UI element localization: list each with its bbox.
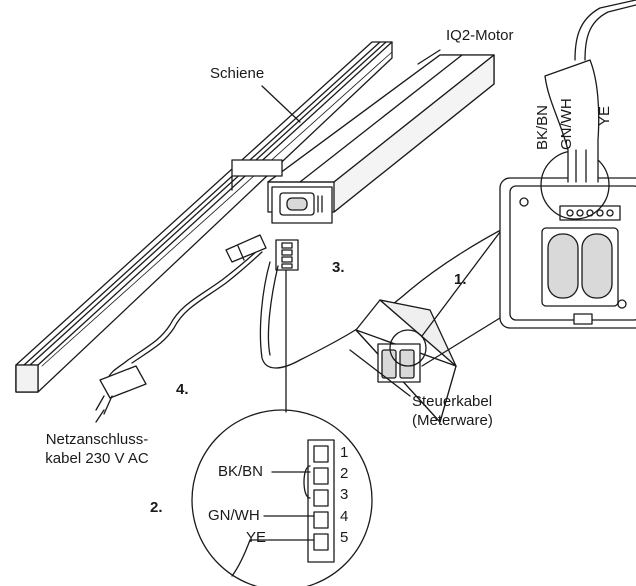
step-4: 4. [176, 381, 189, 398]
wire-label-gn-wh: GN/WH [208, 507, 260, 524]
motor-housing [267, 54, 495, 224]
switch-wires [544, 0, 636, 183]
power-cable-label-line2: kabel 230 V AC [45, 450, 149, 467]
terminal-pin-1: 1 [340, 444, 349, 461]
switch-detail [499, 150, 636, 329]
terminal-pin-5: 5 [340, 529, 349, 546]
control-cable [259, 219, 521, 409]
wall-switch [355, 299, 457, 423]
wire-label-gn-wh-vertical: GN/WH [558, 98, 575, 150]
control-cable-label: Steuerkabel (Meterware) [412, 392, 493, 430]
step-2: 2. [150, 499, 163, 516]
rail-label: Schiene [210, 65, 265, 82]
terminal-pin-3: 3 [340, 486, 349, 503]
terminal-pin-2: 2 [340, 465, 349, 482]
power-cable-label-line1: Netzanschluss- [45, 431, 149, 448]
terminal-plug [275, 239, 299, 271]
leader-lines [95, 49, 441, 423]
control-cable-label-line1: Steuerkabel [412, 393, 493, 410]
wire-label-ye-vertical: YE [596, 105, 613, 126]
step-3: 3. [332, 259, 345, 276]
wire-label-bk-bn-vertical: BK/BN [534, 104, 551, 150]
wire-label-ye: YE [246, 529, 267, 546]
power-cable-label: Netzanschluss- kabel 230 V AC [22, 430, 172, 468]
motor-label: IQ2-Motor [446, 27, 514, 44]
mounting-strap [231, 159, 283, 191]
control-cable-label-line2: (Meterware) [412, 412, 493, 429]
rail [15, 41, 393, 393]
terminal-detail [191, 407, 373, 586]
step-1: 1. [454, 271, 467, 288]
terminal-pin-4: 4 [340, 508, 349, 525]
wire-label-bk-bn: BK/BN [218, 463, 264, 480]
power-cable [95, 234, 267, 415]
callout-lines [421, 231, 501, 367]
